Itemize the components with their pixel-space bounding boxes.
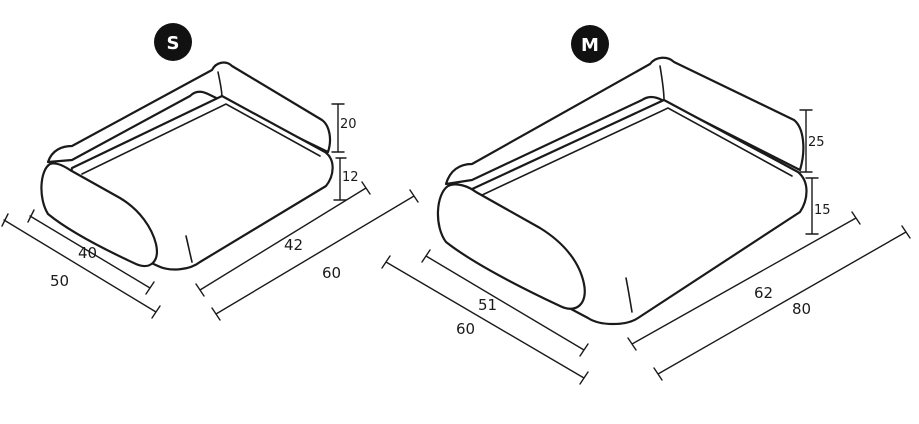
medium-height-dims: 25 15 xyxy=(799,109,831,235)
medium-inner-depth-label: 51 xyxy=(478,296,497,314)
small-seat-inner-edge xyxy=(81,103,321,175)
small-inner-width-line xyxy=(195,181,371,297)
medium-back-height-label: 25 xyxy=(808,135,825,150)
small-roll-fold xyxy=(185,235,193,263)
size-badge-medium: M xyxy=(571,25,609,63)
medium-seat-height-label: 15 xyxy=(814,203,831,218)
medium-outer-depth-line xyxy=(381,255,589,385)
medium-width-dims: 62 80 xyxy=(627,211,911,381)
small-back-height-label: 20 xyxy=(340,117,357,132)
medium-back-seam xyxy=(659,65,665,101)
size-badge-small: S xyxy=(154,23,192,61)
medium-seat-inner-edge xyxy=(479,107,793,197)
small-inner-width-label: 42 xyxy=(284,236,303,254)
medium-seat-height-line xyxy=(805,177,819,235)
small-back-cushion xyxy=(46,61,332,164)
small-inner-depth-label: 40 xyxy=(78,244,97,262)
small-front-roll xyxy=(40,162,158,268)
small-outer-width-label: 60 xyxy=(322,264,341,282)
medium-outer-depth-label: 60 xyxy=(456,320,475,338)
badge-circle-small xyxy=(154,23,192,61)
medium-roll-fold xyxy=(625,277,633,313)
bed-small: S xyxy=(40,23,334,271)
medium-outer-width-label: 80 xyxy=(792,300,811,318)
medium-outer-width-line xyxy=(653,225,911,381)
small-outer-depth-label: 50 xyxy=(50,272,69,290)
bed-medium: M xyxy=(436,25,808,326)
badge-label-medium: M xyxy=(581,35,599,56)
small-back-height-line xyxy=(331,103,345,153)
medium-front-roll xyxy=(436,183,586,310)
medium-inner-width-label: 62 xyxy=(754,284,773,302)
small-height-dims: 20 12 xyxy=(331,103,359,201)
badge-label-small: S xyxy=(167,33,180,54)
small-seat-height-line xyxy=(333,157,347,201)
small-inner-depth-line xyxy=(27,209,155,295)
medium-inner-width-line xyxy=(627,211,861,351)
medium-inner-depth-line xyxy=(421,249,589,357)
small-outer-width-line xyxy=(211,189,419,321)
small-width-dims: 42 60 xyxy=(195,181,419,321)
medium-back-height-line xyxy=(799,109,813,173)
medium-depth-dims: 51 60 xyxy=(381,249,589,385)
small-outer-depth-line xyxy=(1,213,161,319)
small-seat-height-label: 12 xyxy=(342,170,359,185)
badge-circle-medium xyxy=(571,25,609,63)
medium-back-cushion xyxy=(444,56,805,186)
small-depth-dims: 40 50 xyxy=(1,209,161,319)
